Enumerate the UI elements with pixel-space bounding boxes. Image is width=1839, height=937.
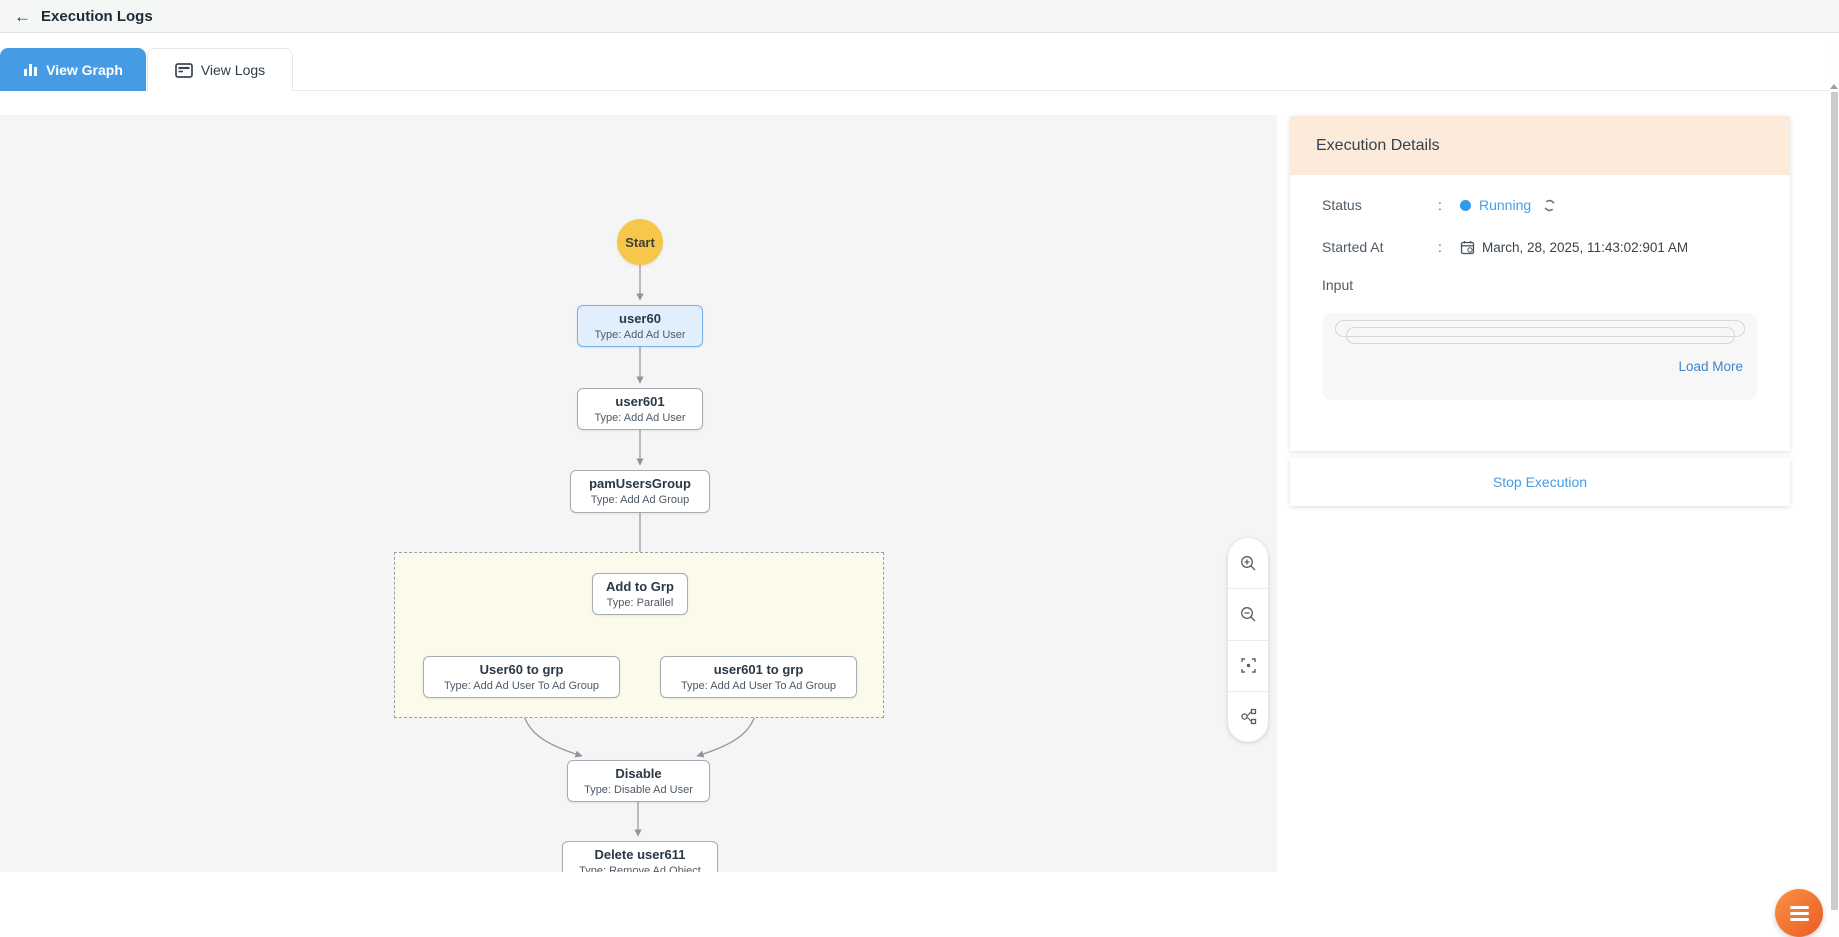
layout-icon xyxy=(1240,709,1256,725)
scrollbar-thumb[interactable] xyxy=(1831,92,1838,910)
scrollbar-up-arrow[interactable] xyxy=(1830,84,1838,89)
input-preview-box: Load More xyxy=(1322,313,1757,400)
node-subtitle: Type: Parallel xyxy=(606,596,674,609)
tab-view-logs-label: View Logs xyxy=(200,62,266,78)
logs-icon xyxy=(174,62,193,78)
started-at-label: Started At xyxy=(1322,239,1384,255)
load-more-link[interactable]: Load More xyxy=(1678,359,1743,374)
vertical-scrollbar xyxy=(1830,40,1839,937)
execution-details-card: Execution Details Status : Running Start… xyxy=(1290,116,1790,451)
colon: : xyxy=(1438,197,1442,213)
node-user60-to-grp[interactable]: User60 to grp Type: Add Ad User To Ad Gr… xyxy=(423,656,620,698)
node-delete-user611[interactable]: Delete user611 Type: Remove Ad Object xyxy=(562,841,718,872)
node-subtitle: Type: Add Ad User xyxy=(594,328,686,341)
hamburger-icon xyxy=(1789,905,1809,909)
input-label: Input xyxy=(1322,277,1354,293)
node-start[interactable]: Start xyxy=(617,219,663,265)
status-row: Status : Running xyxy=(1322,193,1758,217)
hamburger-icon xyxy=(1789,911,1809,915)
input-collapsed-row xyxy=(1346,327,1735,344)
tabbar-divider xyxy=(0,90,1839,91)
refresh-status-button[interactable] xyxy=(1543,199,1556,212)
node-subtitle: Type: Add Ad User To Ad Group xyxy=(680,679,837,692)
input-collapsed-row xyxy=(1335,320,1745,337)
execution-details-header: Execution Details xyxy=(1290,116,1790,175)
node-title: pamUsersGroup xyxy=(589,476,691,491)
node-title: Add to Grp xyxy=(606,578,674,594)
node-user601-to-grp[interactable]: user601 to grp Type: Add Ad User To Ad G… xyxy=(660,656,857,698)
status-badge: Running xyxy=(1479,197,1532,213)
execution-details-body: Status : Running Started At : March, 28 xyxy=(1290,175,1790,400)
tab-view-logs[interactable]: View Logs xyxy=(147,48,293,91)
zoom-in-icon xyxy=(1240,555,1255,571)
node-user601[interactable]: user601 Type: Add Ad User xyxy=(577,388,703,430)
status-label: Status xyxy=(1322,197,1362,213)
calendar-icon xyxy=(1460,240,1475,254)
execution-details-title: Execution Details xyxy=(1316,136,1440,154)
execution-details-footer: Stop Execution xyxy=(1290,458,1790,506)
node-title: Disable xyxy=(615,765,662,781)
zoom-out-button[interactable] xyxy=(1228,589,1268,641)
stop-execution-button[interactable]: Stop Execution xyxy=(1492,474,1588,490)
zoom-in-button[interactable] xyxy=(1228,538,1268,590)
back-arrow-icon[interactable]: ← xyxy=(14,6,31,26)
node-subtitle: Type: Remove Ad Object xyxy=(579,864,701,873)
zoom-out-icon xyxy=(1240,606,1255,622)
started-at-row: Started At : March, 28, 2025, 11:43:02:9… xyxy=(1322,235,1758,259)
node-disable[interactable]: Disable Type: Disable Ad User xyxy=(567,760,710,802)
node-add-to-grp[interactable]: Add to Grp Type: Parallel xyxy=(592,573,688,615)
menu-fab-button[interactable] xyxy=(1775,889,1823,937)
node-title: User60 to grp xyxy=(479,661,564,677)
started-at-value: March, 28, 2025, 11:43:02:901 AM xyxy=(1482,239,1689,255)
fit-view-icon xyxy=(1240,658,1256,673)
node-title: user601 to grp xyxy=(713,661,804,677)
tab-view-graph-label: View Graph xyxy=(46,61,123,78)
node-title: user601 xyxy=(615,393,665,409)
page-title: Execution Logs xyxy=(41,7,153,25)
bar-chart-icon xyxy=(24,63,38,76)
graph-controls xyxy=(1228,538,1268,742)
refresh-icon xyxy=(1544,199,1555,211)
node-subtitle: Type: Add Ad User xyxy=(594,411,686,424)
tab-view-graph[interactable]: View Graph xyxy=(0,48,146,91)
graph-canvas[interactable]: Start user60 Type: Add Ad User user601 T… xyxy=(0,115,1277,872)
node-subtitle: Type: Add Ad User To Ad Group xyxy=(443,679,600,692)
node-title: user60 xyxy=(619,310,661,326)
colon: : xyxy=(1438,239,1442,255)
node-title: Delete user611 xyxy=(594,846,686,862)
hamburger-icon xyxy=(1789,917,1809,921)
status-dot-icon xyxy=(1460,199,1471,211)
node-user60[interactable]: user60 Type: Add Ad User xyxy=(577,305,703,347)
node-pamUsersGroup[interactable]: pamUsersGroup Type: Add Ad Group xyxy=(570,470,710,513)
layout-button[interactable] xyxy=(1228,692,1268,742)
app-header: ← Execution Logs xyxy=(0,0,1839,33)
node-subtitle: Type: Add Ad Group xyxy=(590,494,690,506)
node-subtitle: Type: Disable Ad User xyxy=(584,783,693,796)
fit-view-button[interactable] xyxy=(1228,641,1268,692)
